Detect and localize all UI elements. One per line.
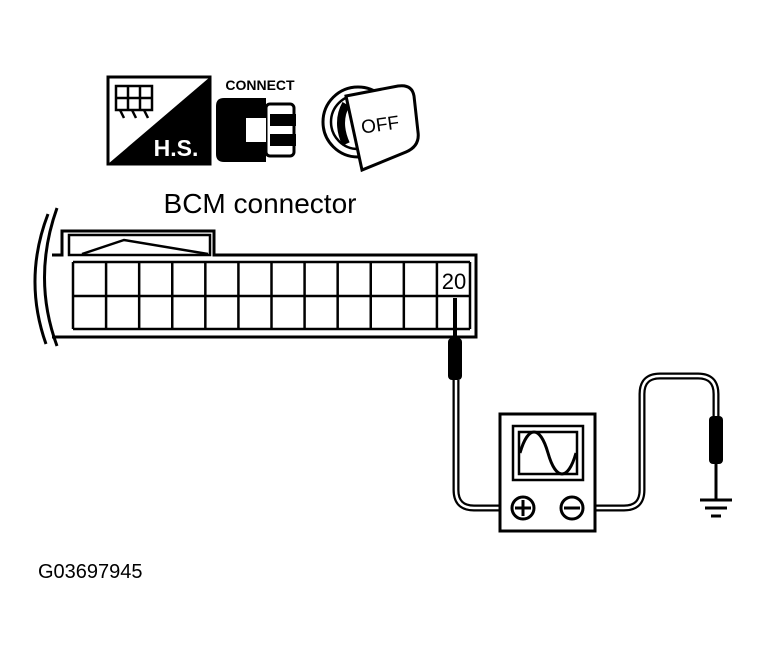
ground-probe <box>709 416 723 500</box>
key-off-label: OFF <box>360 113 401 139</box>
waveform-icon <box>518 430 578 476</box>
ignition-off-icon: OFF <box>321 84 420 173</box>
connect-label: CONNECT <box>225 77 295 93</box>
terminal-grid <box>71 260 472 331</box>
positive-terminal-icon <box>510 495 536 521</box>
test-lead-wires <box>452 372 720 512</box>
terminal-number-label: 20 <box>442 269 466 294</box>
figure-id: G03697945 <box>38 561 143 583</box>
connect-icon: CONNECT <box>216 77 296 162</box>
bcm-connector: 20 <box>33 207 478 347</box>
test-probe-positive <box>448 298 462 380</box>
connector-sketch-icon <box>114 84 154 119</box>
negative-terminal-icon <box>559 495 585 521</box>
hs-label: H.S. <box>154 135 199 161</box>
oscilloscope <box>498 412 597 533</box>
connector-title: BCM connector <box>164 188 357 219</box>
harness-side-icon: H.S. <box>106 75 212 166</box>
ground-symbol-icon <box>700 498 732 518</box>
